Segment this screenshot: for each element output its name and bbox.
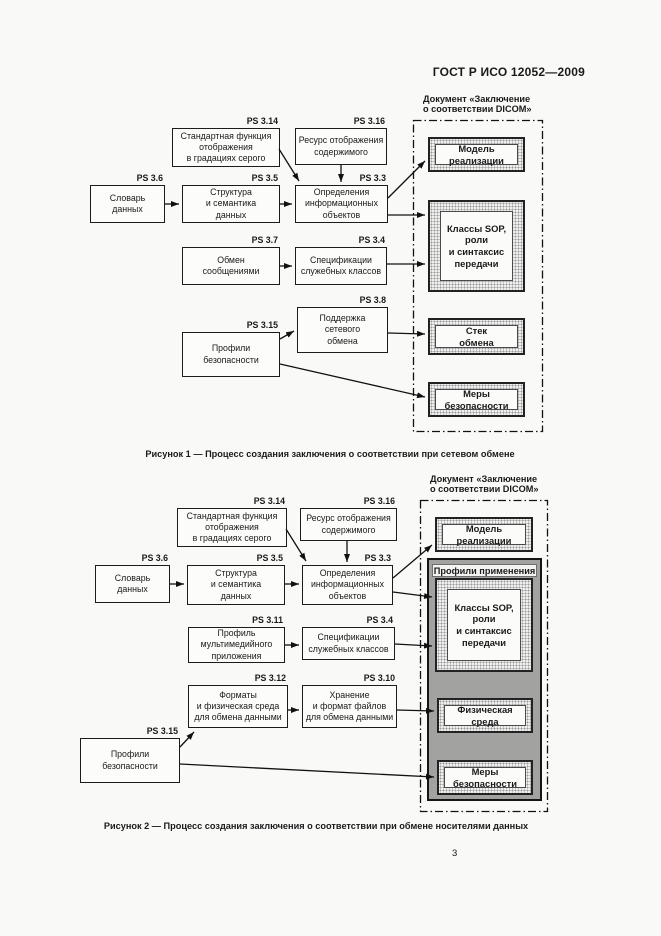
- fig1-docbox-exchange-stack: Стек обмена: [428, 318, 525, 355]
- page-header: ГОСТ Р ИСО 12052—2009: [432, 65, 585, 79]
- fig2-ps-struct: PS 3.5: [256, 553, 283, 563]
- fig1-docbox-implementation-model-label: Модель реализации: [435, 143, 518, 166]
- fig1-box-grayscale-function: Стандартная функция отображения в градац…: [172, 128, 280, 167]
- fig2-docbox-security-measures-label: Меры безопасности: [444, 766, 526, 789]
- fig2-caption: Рисунок 2 — Процесс создания заключения …: [103, 821, 529, 831]
- fig1-docbox-sop-classes-label: Классы SOP, роли и синтаксис передачи: [440, 211, 513, 281]
- fig2-box-content-mapping: Ресурс отображения содержимого: [300, 508, 397, 541]
- fig2-application-profiles-header: Профили применения: [432, 564, 537, 577]
- fig2-docbox-implementation-model-label: Модель реализации: [442, 523, 526, 546]
- fig1-box-data-dictionary: Словарь данных: [90, 185, 165, 223]
- fig2-ps-oid: PS 3.3: [364, 553, 391, 563]
- fig1-docbox-sop-classes: Классы SOP, роли и синтаксис передачи: [428, 200, 525, 292]
- fig2-box-storage-file-format: Хранение и формат файлов для обмена данн…: [302, 685, 397, 728]
- fig1-doc-label: Документ «Заключение о соответствии DICO…: [423, 94, 532, 114]
- fig2-box-security-profiles: Профили безопасности: [80, 738, 180, 783]
- fig2-docbox-sop-classes-label: Классы SOP, роли и синтаксис передачи: [447, 589, 521, 661]
- fig2-ps-mm: PS 3.11: [252, 615, 283, 625]
- fig1-ps-net: PS 3.8: [359, 295, 386, 305]
- fig1-ps-svc: PS 3.4: [358, 235, 385, 245]
- fig1-ps-msg: PS 3.7: [251, 235, 278, 245]
- fig1-box-structure-semantics: Структура и семантика данных: [182, 185, 280, 223]
- fig2-ps-dict: PS 3.6: [141, 553, 168, 563]
- fig1-box-content-mapping: Ресурс отображения содержимого: [295, 128, 387, 165]
- fig2-box-formats-physical-media: Форматы и физическая среда для обмена да…: [188, 685, 288, 728]
- fig1-ps-std: PS 3.14: [246, 116, 278, 126]
- fig2-box-data-dictionary: Словарь данных: [95, 565, 170, 603]
- fig2-doc-label: Документ «Заключение о соответствии DICO…: [430, 474, 539, 494]
- fig1-box-service-classes: Спецификации служебных классов: [295, 247, 387, 285]
- fig2-docbox-security-measures: Меры безопасности: [437, 760, 533, 795]
- fig1-ps-oid: PS 3.3: [359, 173, 386, 183]
- fig1-ps-struct: PS 3.5: [251, 173, 278, 183]
- fig1-ps-sec: PS 3.15: [246, 320, 278, 330]
- fig1-docbox-security-measures: Меры безопасности: [428, 382, 525, 417]
- fig2-box-grayscale-function: Стандартная функция отображения в градац…: [177, 508, 287, 547]
- fig2-box-structure-semantics: Структура и семантика данных: [187, 565, 285, 605]
- fig2-docbox-implementation-model: Модель реализации: [435, 517, 533, 552]
- fig1-box-iod-definitions: Определения информационных объектов: [295, 185, 388, 223]
- fig1-ps-res: PS 3.16: [353, 116, 385, 126]
- fig2-box-media-application-profile: Профиль мультимедийного приложения: [188, 627, 285, 663]
- fig1-ps-dict: PS 3.6: [136, 173, 163, 183]
- fig2-docbox-physical-media-label: Физическая среда: [444, 704, 526, 727]
- fig2-ps-store: PS 3.10: [363, 673, 395, 683]
- fig1-box-message-exchange: Обмен сообщениями: [182, 247, 280, 285]
- page-number: 3: [452, 848, 458, 859]
- fig2-ps-svc: PS 3.4: [366, 615, 393, 625]
- fig2-ps-fmt: PS 3.12: [254, 673, 286, 683]
- fig2-ps-sec: PS 3.15: [146, 726, 178, 736]
- fig2-box-service-classes: Спецификации служебных классов: [302, 627, 395, 660]
- fig1-box-network-support: Поддержка сетевого обмена: [297, 307, 388, 353]
- fig2-docbox-sop-classes: Классы SOP, роли и синтаксис передачи: [435, 578, 533, 672]
- fig1-box-security-profiles: Профили безопасности: [182, 332, 280, 377]
- fig2-docbox-physical-media: Физическая среда: [437, 698, 533, 733]
- fig2-box-iod-definitions: Определения информационных объектов: [302, 565, 393, 605]
- fig2-ps-res: PS 3.16: [363, 496, 395, 506]
- fig1-docbox-implementation-model: Модель реализации: [428, 137, 525, 172]
- fig2-ps-std: PS 3.14: [253, 496, 285, 506]
- fig1-caption: Рисунок 1 — Процесс создания заключения …: [145, 449, 515, 459]
- fig1-docbox-security-measures-label: Меры безопасности: [435, 388, 518, 411]
- fig1-docbox-exchange-stack-label: Стек обмена: [435, 325, 518, 348]
